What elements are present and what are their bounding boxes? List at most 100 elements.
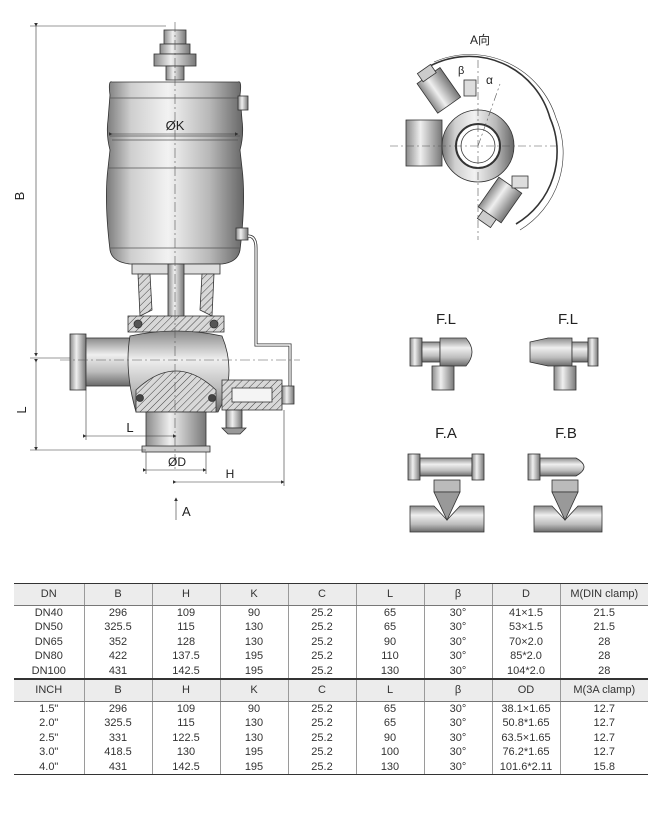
inch-column-header: H — [151, 679, 220, 703]
inch-column-header: L — [355, 679, 424, 703]
table-cell: 65 — [355, 605, 424, 621]
table-cell: 195 — [219, 649, 288, 664]
dn-column-header: L — [355, 583, 424, 606]
table-cell: 28 — [559, 634, 648, 650]
table-cell: 65 — [355, 701, 424, 717]
table-cell: 130 — [219, 730, 288, 746]
table-cell: 3.0" — [39, 746, 59, 759]
dn-column-header: B — [83, 583, 152, 606]
inch-column-header: K — [219, 679, 288, 703]
table-cell: 25.2 — [287, 605, 356, 621]
table-cell: 25.2 — [287, 634, 356, 650]
table-cell: 130 — [219, 634, 288, 650]
table-cell: DN50 — [34, 621, 63, 634]
table-cell: DN80 — [34, 650, 63, 663]
l-dimension-left-label: L — [14, 406, 29, 413]
inch-column-header: M(3A clamp) — [559, 679, 648, 703]
table-cell: 30° — [423, 649, 492, 664]
table-cell: 25.2 — [287, 620, 356, 635]
table-cell: 30° — [423, 605, 492, 621]
table-cell: 431 — [83, 759, 152, 776]
table-cell: 65 — [355, 716, 424, 731]
variant-fa-label: F.A — [435, 425, 457, 442]
table-cell: 101.6*2.11 — [491, 759, 560, 776]
valve-technical-drawing: B L L ØD H ØK A A向 β α F.L — [12, 22, 603, 533]
table-cell: 41×1.5 — [491, 605, 560, 621]
table-cell: 30° — [423, 716, 492, 731]
table-cell: 30° — [423, 759, 492, 776]
dn-column-header: H — [151, 583, 220, 606]
table-cell: 100 — [355, 745, 424, 760]
table-cell: 195 — [219, 759, 288, 776]
dn-column-header: M(DIN clamp) — [559, 583, 648, 606]
table-cell: 130 — [219, 716, 288, 731]
table-cell: 130 — [355, 759, 424, 776]
table-cell: 30° — [423, 745, 492, 760]
alpha-label: α — [486, 73, 493, 87]
table-cell: 25.2 — [287, 649, 356, 664]
table-cell: 431 — [83, 663, 152, 680]
table-cell: 128 — [151, 634, 220, 650]
table-cell: 130 — [151, 745, 220, 760]
table-cell: 90 — [355, 634, 424, 650]
table-cell: 325.5 — [83, 716, 152, 731]
d-dimension-label: ØD — [168, 455, 186, 469]
table-cell: 30° — [423, 663, 492, 680]
beta-label: β — [458, 65, 464, 77]
table-cell: 122.5 — [151, 730, 220, 746]
table-cell: 63.5×1.65 — [491, 730, 560, 746]
table-cell: 115 — [151, 620, 220, 635]
table-cell: 90 — [355, 730, 424, 746]
table-cell: 25.2 — [287, 701, 356, 717]
valve-section-view — [69, 29, 295, 453]
l-dimension-bottom-label: L — [126, 420, 133, 435]
center-lines — [60, 22, 300, 470]
inch-column-header: OD — [491, 679, 560, 703]
table-cell: 12.7 — [559, 716, 648, 731]
top-view-center-lines — [390, 60, 560, 240]
table-cell: 109 — [151, 605, 220, 621]
h-dimension-label: H — [226, 467, 235, 481]
table-cell: 331 — [83, 730, 152, 746]
table-cell: 21.5 — [559, 620, 648, 635]
variant-fl-1 — [409, 337, 473, 391]
table-cell: 25.2 — [287, 745, 356, 760]
table-cell: 1.5" — [39, 703, 59, 716]
table-cell: 21.5 — [559, 605, 648, 621]
a-view-top-label: A向 — [470, 32, 490, 47]
table-cell: 325.5 — [83, 620, 152, 635]
table-cell: DN65 — [34, 635, 63, 648]
table-cell: 2.5" — [39, 731, 59, 744]
table-cell: 50.8*1.65 — [491, 716, 560, 731]
table-cell: 85*2.0 — [491, 649, 560, 664]
variant-fl-2 — [529, 337, 599, 391]
dn-column-header: β — [423, 583, 492, 606]
table-cell: 12.7 — [559, 730, 648, 746]
variant-fl-1-label: F.L — [436, 311, 456, 328]
table-cell: 90 — [219, 605, 288, 621]
table-cell: 30° — [423, 634, 492, 650]
table-cell: 90 — [219, 701, 288, 717]
table-cell: 30° — [423, 701, 492, 717]
table-cell: 53×1.5 — [491, 620, 560, 635]
table-cell: 12.7 — [559, 745, 648, 760]
table-cell: 422 — [83, 649, 152, 664]
table-cell: 296 — [83, 701, 152, 717]
table-cell: 104*2.0 — [491, 663, 560, 680]
table-cell: 137.5 — [151, 649, 220, 664]
inch-column-header: β — [423, 679, 492, 703]
table-cell: 296 — [83, 605, 152, 621]
